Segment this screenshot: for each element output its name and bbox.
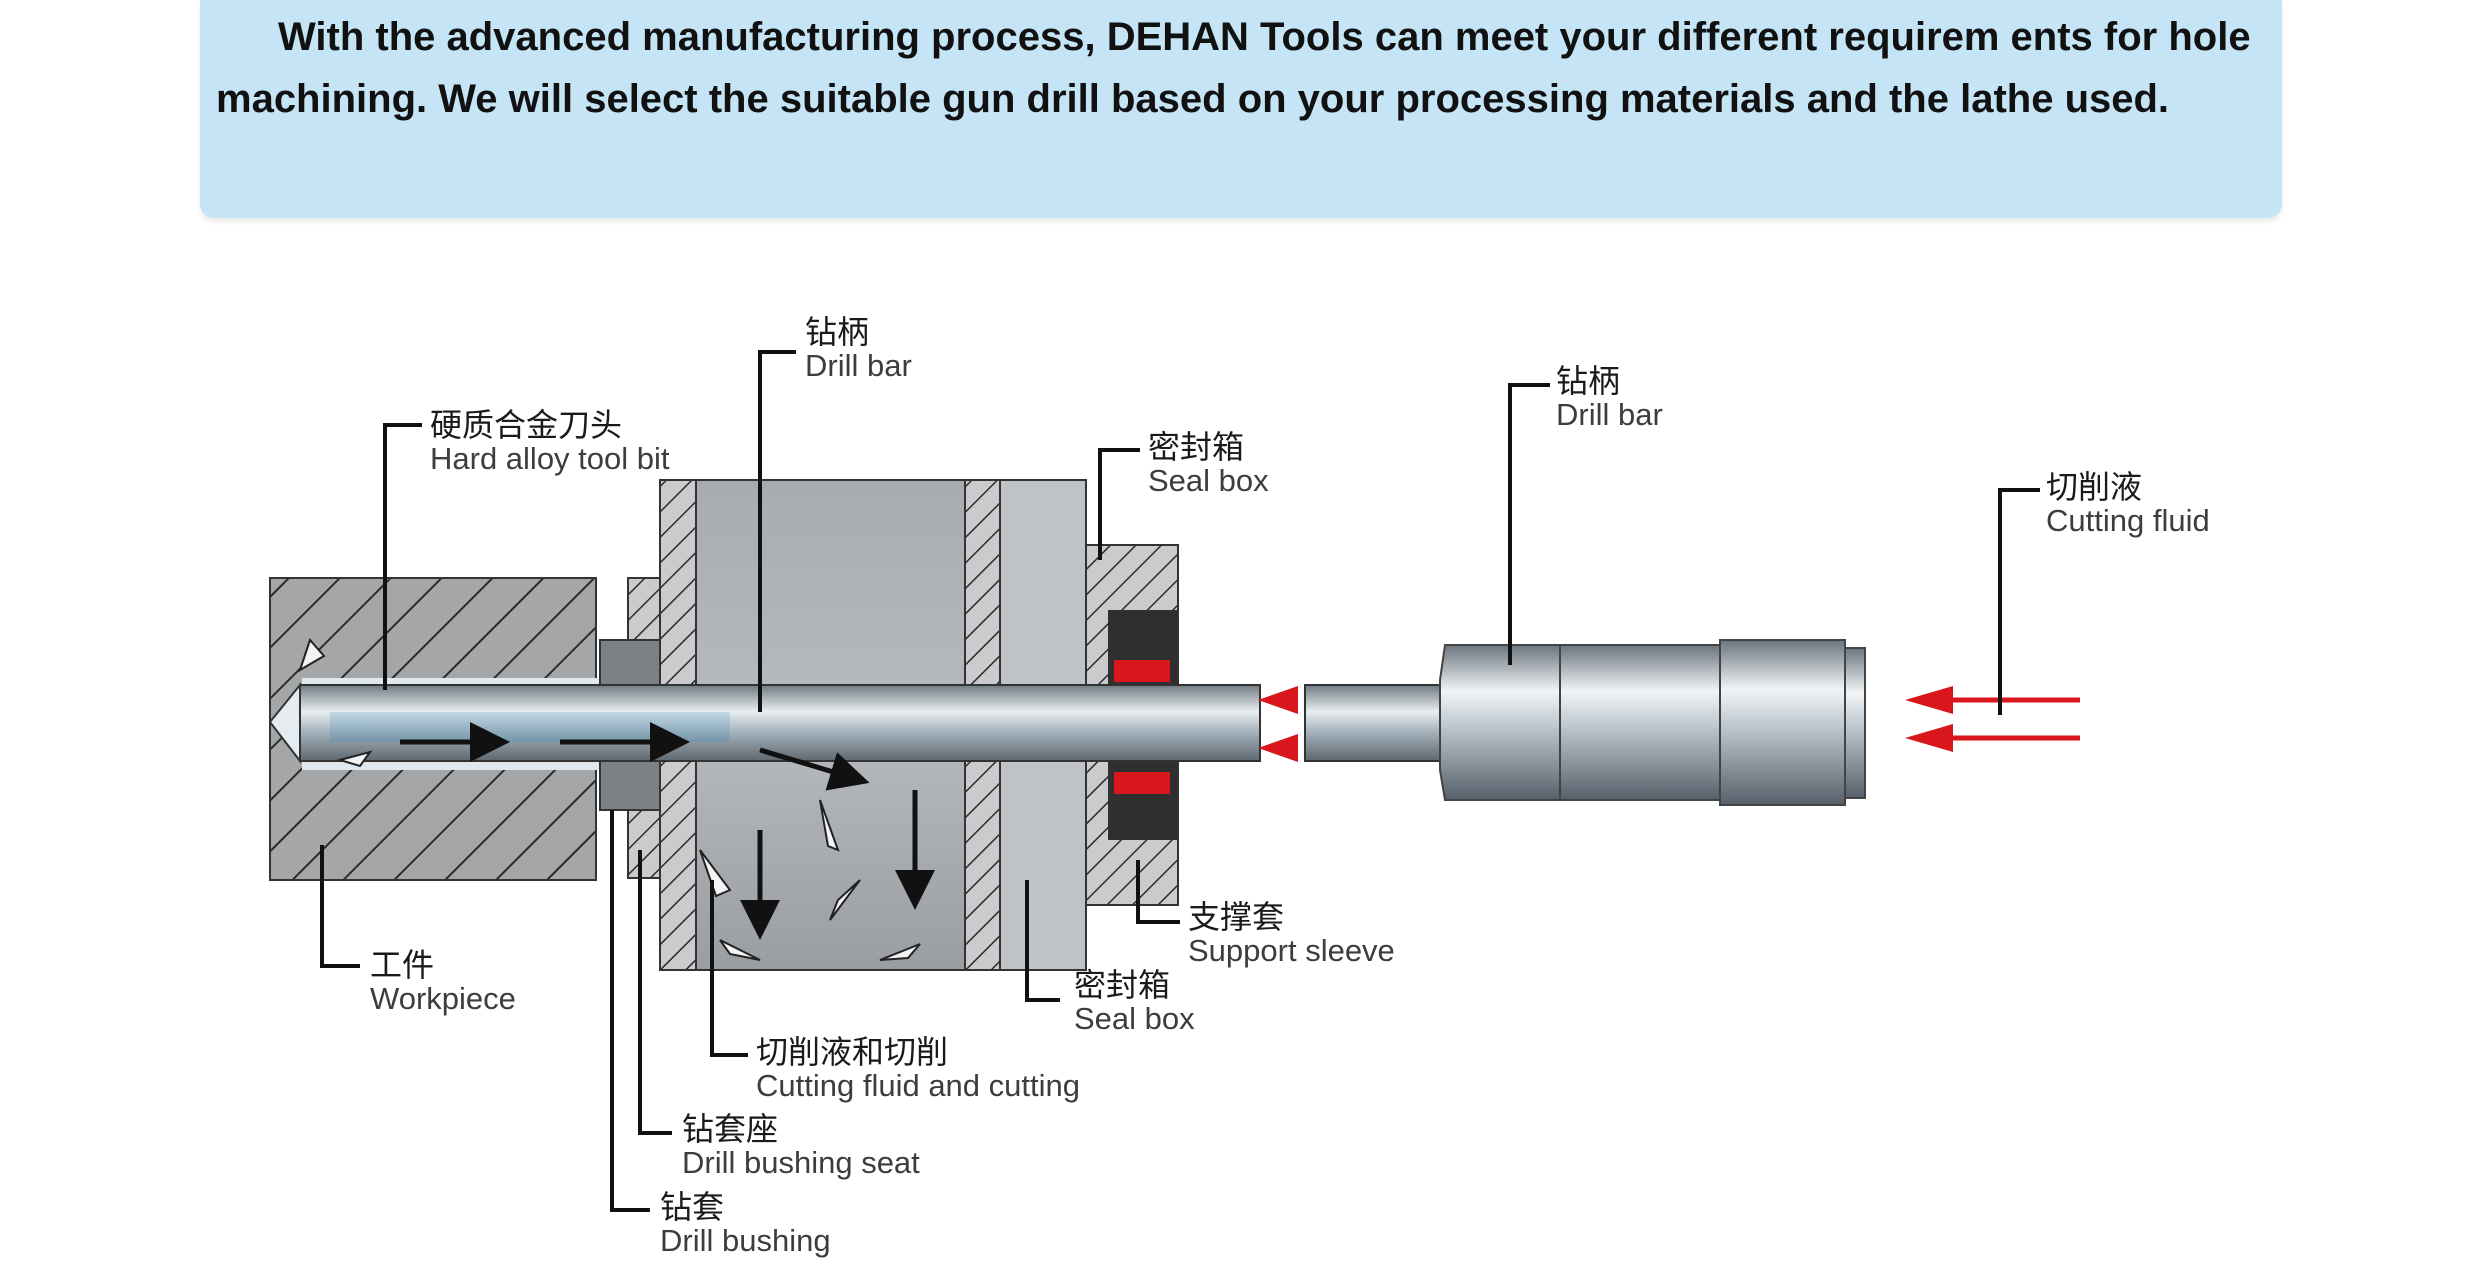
drill-shank-shape xyxy=(1439,639,1866,806)
drill-bar-shape xyxy=(268,682,1261,764)
label-drill-bar-left-zh: 钻柄 xyxy=(805,313,870,351)
label-hard-alloy-zh: 硬质合金刀头 xyxy=(430,406,623,444)
label-seal-box-top: 密封箱 Seal box xyxy=(1148,430,1269,498)
leader-lines xyxy=(320,350,2040,1212)
label-cutting-fluid-zh: 切削液 xyxy=(2046,468,2143,506)
label-seal-box-bottom-en: Seal box xyxy=(1074,1001,1195,1036)
intro-banner: With the advanced manufacturing process,… xyxy=(200,0,2282,218)
metal-chips xyxy=(298,638,921,961)
label-cutting-fluid: 切削液 Cutting fluid xyxy=(2046,470,2210,538)
label-workpiece-en: Workpiece xyxy=(370,981,516,1016)
label-seal-box-bottom-zh: 密封箱 xyxy=(1074,966,1171,1004)
inlet-fluid-arrows xyxy=(1258,686,1298,762)
label-support-sleeve-zh: 支撑套 xyxy=(1188,898,1285,936)
coolant-flow-arrows xyxy=(400,722,935,940)
drill-bar-coupling xyxy=(1304,684,1456,762)
label-bushing-en: Drill bushing xyxy=(660,1223,831,1258)
label-drill-bar-right-zh: 钻柄 xyxy=(1556,362,1621,400)
label-bushing-zh: 钻套 xyxy=(660,1188,725,1226)
label-support-sleeve-en: Support sleeve xyxy=(1188,933,1395,968)
label-drill-bar-right: 钻柄 Drill bar xyxy=(1556,364,1663,432)
label-seal-box-top-en: Seal box xyxy=(1148,463,1269,498)
label-fluid-and-chips-en: Cutting fluid and cutting xyxy=(756,1068,1080,1103)
label-bushing-seat-zh: 钻套座 xyxy=(682,1110,779,1148)
label-fluid-and-chips-zh: 切削液和切削 xyxy=(756,1033,949,1071)
label-drill-bar-left: 钻柄 Drill bar xyxy=(805,315,912,383)
label-hard-alloy: 硬质合金刀头 Hard alloy tool bit xyxy=(430,408,670,476)
label-drill-bar-left-en: Drill bar xyxy=(805,348,912,383)
label-bushing-seat-en: Drill bushing seat xyxy=(682,1145,920,1180)
label-drill-bar-right-en: Drill bar xyxy=(1556,397,1663,432)
intro-text: With the advanced manufacturing process,… xyxy=(216,15,2251,121)
label-seal-box-bottom: 密封箱 Seal box xyxy=(1074,968,1195,1036)
label-hard-alloy-en: Hard alloy tool bit xyxy=(430,441,670,476)
label-support-sleeve: 支撑套 Support sleeve xyxy=(1188,900,1395,968)
label-cutting-fluid-en: Cutting fluid xyxy=(2046,503,2210,538)
label-bushing-seat: 钻套座 Drill bushing seat xyxy=(682,1112,920,1180)
label-fluid-and-chips: 切削液和切削 Cutting fluid and cutting xyxy=(756,1035,1080,1103)
label-workpiece-zh: 工件 xyxy=(370,946,435,984)
label-seal-box-top-zh: 密封箱 xyxy=(1148,428,1245,466)
label-workpiece: 工件 Workpiece xyxy=(370,948,516,1016)
cutting-fluid-arrows xyxy=(1905,686,2080,752)
label-bushing: 钻套 Drill bushing xyxy=(660,1190,831,1258)
